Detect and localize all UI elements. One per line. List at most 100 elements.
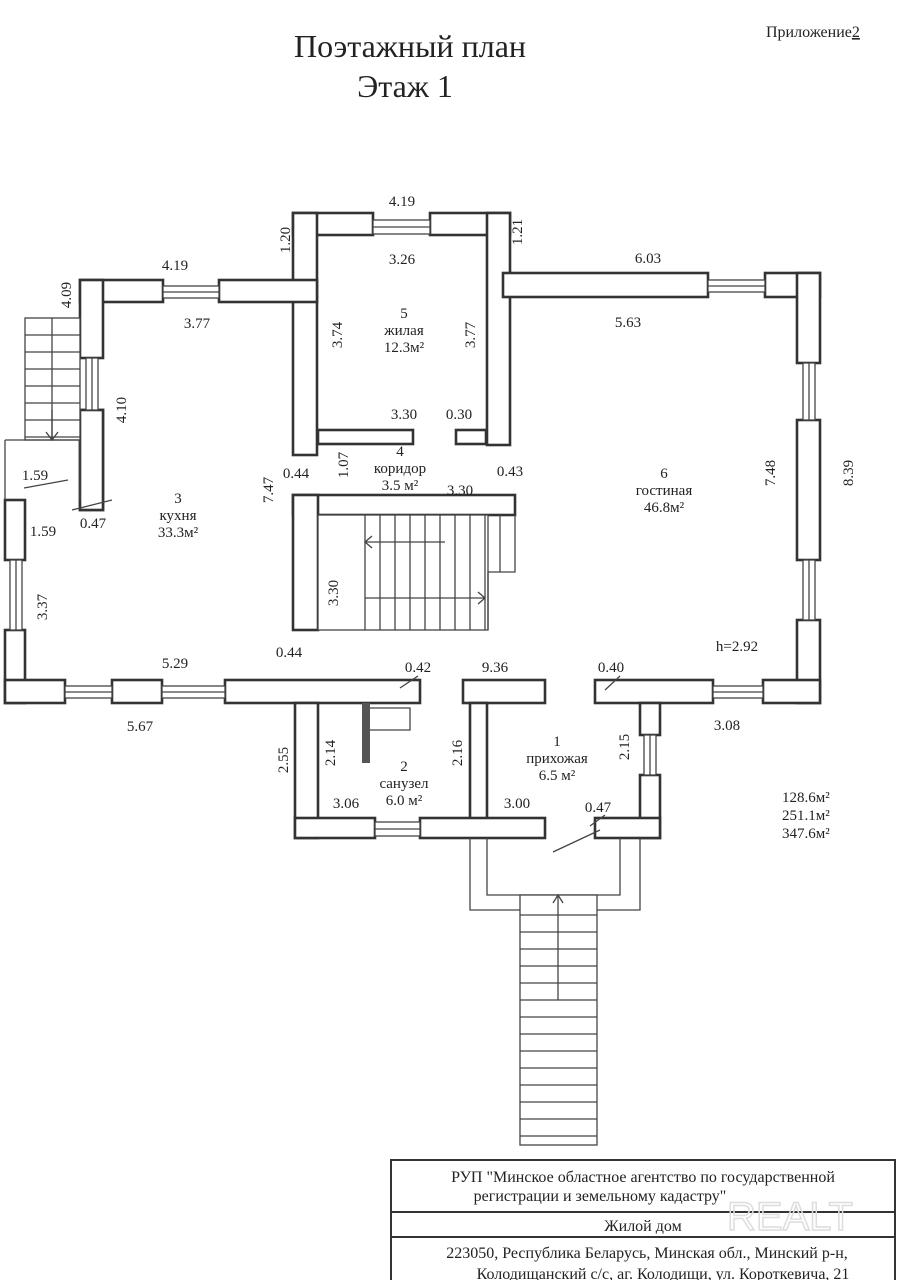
appendix-number: 2 bbox=[852, 24, 860, 41]
leader-line bbox=[604, 675, 621, 691]
object-type: Жилой дом bbox=[604, 1218, 681, 1235]
appendix-text: Приложение bbox=[766, 24, 852, 41]
room-area: 6.0 м² bbox=[386, 793, 423, 809]
wall-segment bbox=[316, 428, 415, 446]
dimension-label: 0.44 bbox=[276, 645, 303, 661]
walls bbox=[3, 211, 822, 840]
room-number: 5 bbox=[400, 306, 408, 322]
wall-segment bbox=[3, 498, 27, 562]
partition bbox=[362, 703, 370, 763]
room-number: 6 bbox=[660, 466, 668, 482]
address-line-1: 223050, Республика Беларусь, Минская обл… bbox=[446, 1245, 848, 1262]
total-area: 347.6м² bbox=[782, 826, 830, 842]
wall-segment bbox=[501, 271, 710, 299]
dimension-label: 0.47 bbox=[585, 800, 612, 816]
dimension-label: 1.59 bbox=[30, 524, 56, 540]
wall-segment bbox=[454, 428, 488, 446]
wall-segment bbox=[593, 816, 662, 840]
room-area: 46.8м² bbox=[644, 500, 685, 516]
leader-line bbox=[399, 675, 419, 689]
dimension-label: 1.07 bbox=[336, 451, 352, 478]
wall-segment bbox=[291, 493, 320, 632]
leader-line bbox=[23, 479, 69, 489]
wall-segment bbox=[485, 211, 512, 447]
dimension-label: 3.06 bbox=[333, 796, 360, 812]
wall-segment bbox=[795, 271, 822, 365]
room-number: 1 bbox=[553, 734, 561, 750]
organization-name: РУП "Минское областное агентство по госу… bbox=[451, 1169, 835, 1186]
room-name: кухня bbox=[159, 508, 196, 524]
interior-stair bbox=[317, 514, 489, 631]
wall-segment bbox=[217, 278, 319, 304]
wall-segment bbox=[461, 678, 547, 705]
dimension-label: 2.16 bbox=[450, 739, 466, 766]
wall-segment bbox=[795, 418, 822, 562]
fixtures bbox=[4, 317, 641, 1146]
dimension-label: 1.59 bbox=[22, 468, 48, 484]
dimension-label: 1.20 bbox=[278, 227, 294, 253]
leader-line bbox=[71, 499, 113, 511]
room-number: 2 bbox=[400, 759, 408, 775]
wall-segment bbox=[223, 678, 422, 705]
porch-left bbox=[4, 439, 81, 500]
dimension-label: 9.36 bbox=[482, 660, 509, 676]
leader-line bbox=[589, 814, 606, 827]
leader-line bbox=[552, 829, 601, 853]
dimension-label: 7.48 bbox=[763, 460, 779, 486]
dimension-label: 0.44 bbox=[283, 466, 310, 482]
dimension-label: 3.00 bbox=[504, 796, 530, 812]
floor-title: Этаж 1 bbox=[357, 68, 453, 104]
wall-segment bbox=[468, 701, 489, 823]
dimension-label: 3.37 bbox=[35, 593, 51, 620]
wall-segment bbox=[291, 211, 319, 457]
dimension-label: 2.55 bbox=[276, 747, 292, 773]
dimension-label: 3.26 bbox=[389, 252, 416, 268]
room-area: 12.3м² bbox=[384, 340, 425, 356]
watermark: REALT bbox=[727, 1195, 853, 1239]
room-name: прихожая bbox=[526, 751, 588, 767]
dimension-label: 0.47 bbox=[80, 516, 107, 532]
dimension-label: 0.40 bbox=[598, 660, 624, 676]
dimension-label: 0.42 bbox=[405, 660, 431, 676]
dimension-label: 7.47 bbox=[261, 476, 277, 503]
wall-segment bbox=[291, 493, 517, 517]
dimension-label: 2.14 bbox=[323, 739, 339, 766]
stair-arrow-icon bbox=[552, 893, 564, 904]
room-name: санузел bbox=[379, 776, 429, 792]
dimension-label: 3.77 bbox=[184, 316, 211, 332]
dimension-label: 2.15 bbox=[617, 734, 633, 760]
address-line-2: Колодищанский с/с, аг. Колодищи, ул. Кор… bbox=[477, 1266, 850, 1280]
total-area: 251.1м² bbox=[782, 808, 830, 824]
room-area: 33.3м² bbox=[158, 525, 199, 541]
wall-segment bbox=[293, 816, 377, 840]
dimension-label: h=2.92 bbox=[716, 639, 758, 655]
wall-segment bbox=[78, 408, 105, 512]
dimension-label: 0.43 bbox=[497, 464, 523, 480]
dimension-label: 5.63 bbox=[615, 315, 641, 331]
dimension-label: 5.29 bbox=[162, 656, 188, 672]
title-block: REALT РУП "Минское областное агентство п… bbox=[390, 1159, 896, 1280]
wall-segment bbox=[110, 678, 164, 705]
wall-segment bbox=[418, 816, 547, 840]
appendix-label: Приложение2 bbox=[766, 24, 860, 41]
dimension-label: 4.19 bbox=[389, 194, 415, 210]
dimension-label: 8.39 bbox=[841, 460, 857, 486]
room-area: 3.5 м² bbox=[382, 478, 419, 494]
dimension-label: 3.30 bbox=[326, 580, 342, 606]
wall-segment bbox=[78, 278, 105, 360]
dimension-label: 3.08 bbox=[714, 718, 740, 734]
dimension-label: 5.67 bbox=[127, 719, 154, 735]
wall-segment bbox=[761, 678, 822, 705]
dimension-label: 4.09 bbox=[59, 282, 75, 308]
room-name: гостиная bbox=[636, 483, 693, 499]
dimension-label: 3.74 bbox=[330, 321, 346, 348]
dimension-label: 4.10 bbox=[114, 397, 130, 423]
stair-arrow-icon bbox=[364, 535, 486, 605]
dimension-label: 6.03 bbox=[635, 251, 661, 267]
dimension-label: 1.21 bbox=[510, 219, 526, 245]
room-number: 3 bbox=[174, 491, 182, 507]
room-area: 6.5 м² bbox=[539, 768, 576, 784]
room-number: 4 bbox=[396, 444, 404, 460]
